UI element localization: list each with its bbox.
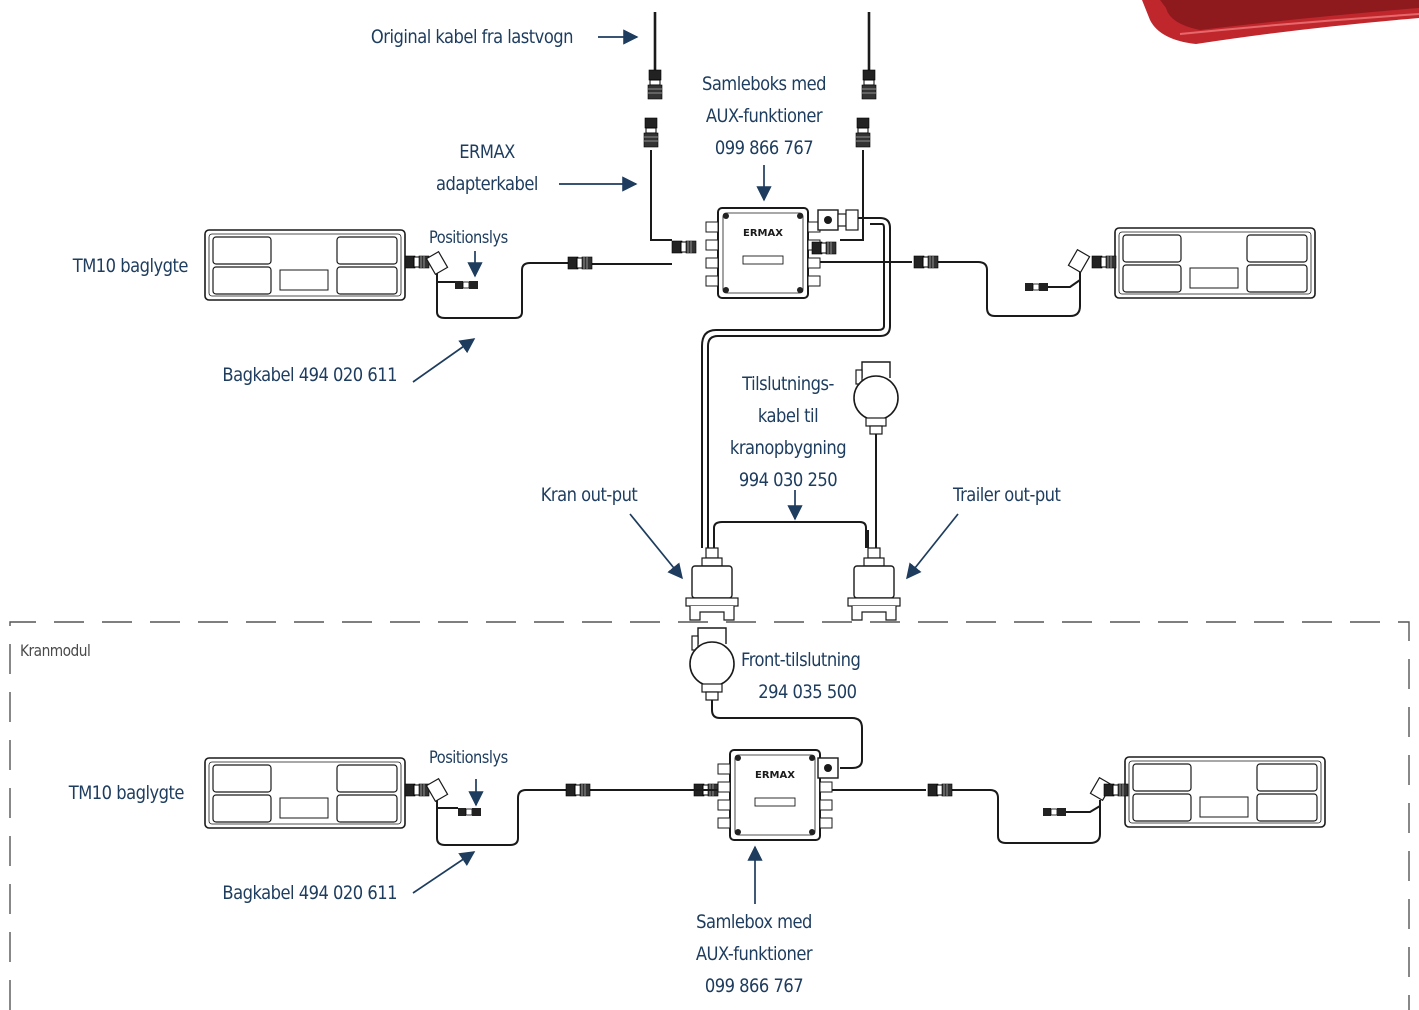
label-kran-output: Kran out-put (540, 484, 637, 506)
truck-cables (650, 12, 871, 241)
box-side-connectors-bottom (693, 757, 839, 797)
bagkabel-connectors-top-right (913, 248, 1117, 292)
tm10-lamp-bottom-left (204, 757, 406, 829)
label-original-cable: Original kabel fra lastvogn (370, 26, 574, 48)
bagkabel-connectors-top-left (404, 250, 593, 290)
label-samleboks-top: Samleboks med AUX-funktioner 099 866 767 (701, 73, 827, 159)
bagkabel-bottom-right (832, 789, 1125, 844)
callout-arrows (412, 29, 959, 904)
bagkabel-top-right (820, 261, 1115, 317)
label-tilslutningskabel: Tilslutnings- kabel til kranopbygning 99… (729, 373, 847, 491)
label-ermax-adapterkabel: ERMAX adapterkabel (436, 141, 538, 195)
tm10-lamp-top-right (1114, 227, 1316, 299)
label-front-tilslutning: Front-tilslutning 294 035 500 (741, 649, 861, 703)
bagkabel-connectors-bottom-left (404, 777, 591, 817)
label-trailer-output: Trailer out-put (953, 484, 1061, 506)
kran-output-socket (685, 547, 739, 621)
trailer-output-socket (847, 547, 901, 621)
bagkabel-top-left (405, 261, 672, 319)
ermax-logo-bottom: ERMAX (755, 770, 795, 781)
junction-box-bottom: ERMAX (717, 749, 833, 841)
junction-box-top: ERMAX (705, 207, 821, 299)
truck-connector-right (855, 69, 877, 148)
product-photo-corner (1142, 0, 1419, 44)
bagkabel-connectors-bottom-right (927, 776, 1129, 817)
box-side-connectors-top (671, 209, 859, 255)
kranmodul-frame (9, 621, 1410, 1010)
label-kranmodul: Kranmodul (20, 641, 91, 660)
label-positionslys-bottom: Positionslys (429, 748, 508, 768)
label-samlebox-bottom: Samlebox med AUX-funktioner 099 866 767 (695, 911, 813, 997)
tilslutningskabel (701, 217, 891, 548)
label-bagkabel-bottom: Bagkabel 494 020 611 (222, 882, 397, 904)
truck-connector-left (643, 69, 663, 148)
ermax-logo-top: ERMAX (743, 228, 783, 239)
front-cable (711, 700, 863, 769)
label-positionslys-top: Positionslys (429, 228, 508, 248)
label-tm10-bottom: TM10 baglygte (68, 782, 185, 804)
label-bagkabel-top: Bagkabel 494 020 611 (222, 364, 397, 386)
bagkabel-bottom-left (405, 789, 718, 846)
label-tm10-top: TM10 baglygte (72, 255, 189, 277)
front-tilslutning-plug (689, 627, 735, 701)
tm10-lamp-top-left (204, 229, 406, 301)
tm10-lamp-bottom-right (1124, 756, 1326, 828)
